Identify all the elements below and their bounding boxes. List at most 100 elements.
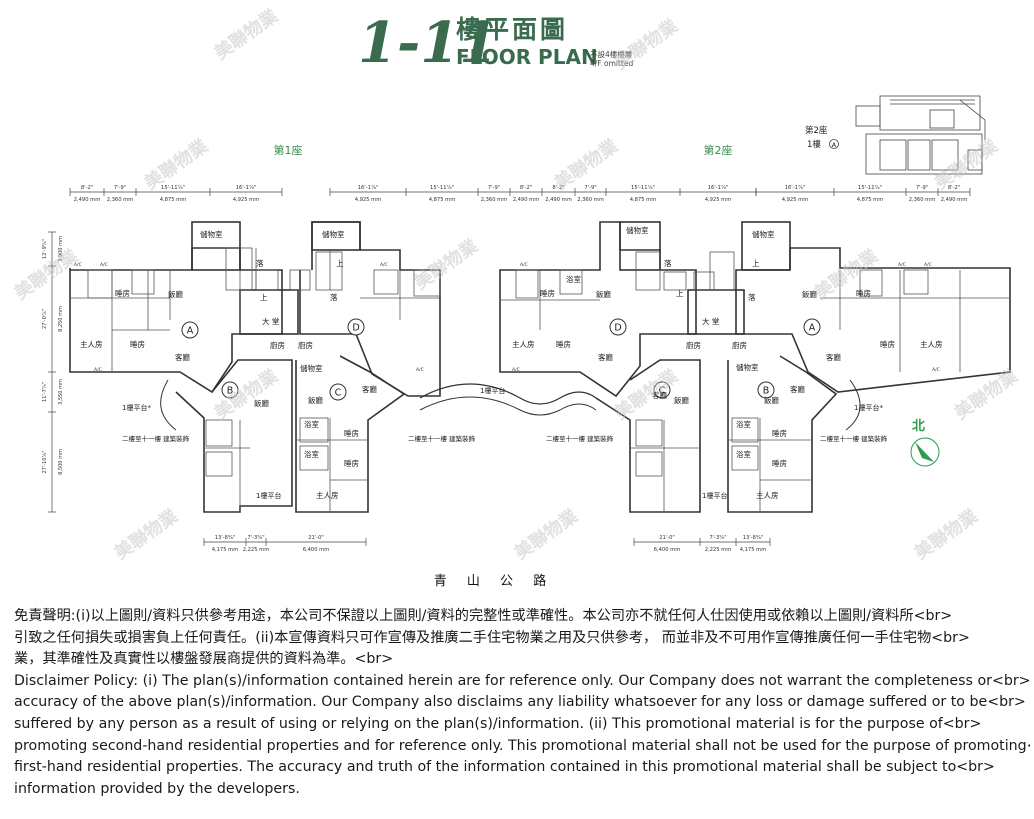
dimension-imperial: 13'-8³⁄₈" <box>215 535 236 541</box>
watermark-text: 美聯物業 <box>110 504 182 564</box>
bay-window-label-2: 二樓至十一樓 建築裝飾 <box>408 434 476 443</box>
svg-text:A/C: A/C <box>520 262 528 268</box>
room-label: 飯廳 <box>764 395 779 405</box>
room-label: 睡房 <box>344 458 359 468</box>
disclaimer-line: promoting second-hand residential proper… <box>14 737 1030 754</box>
dimension-imperial: 8'-2" <box>948 185 960 191</box>
dimension-metric: 2,225 mm <box>705 547 732 553</box>
title-chinese: 樓平面圖 <box>456 15 568 44</box>
block-2-label: 第2座 <box>704 143 733 157</box>
floor-plan: 1-11 樓平面圖 FLOOR PLAN 不設4樓樓層 4/F omitted … <box>10 4 1022 589</box>
unit-marker-label: B <box>227 386 234 397</box>
block-1-label: 第1座 <box>274 143 303 157</box>
bay-window-label-4: 二樓至十一樓 建築裝飾 <box>820 434 888 443</box>
svg-text:A/C: A/C <box>512 367 520 373</box>
terrace-curve <box>419 383 597 405</box>
unit-marker-label: D <box>614 323 621 334</box>
dimension-metric: 2,360 mm <box>577 197 604 203</box>
watermark-text: 美聯物業 <box>610 14 682 74</box>
unit-marker-label: A <box>809 323 816 334</box>
disclaimer-line: accuracy of the above plan(s)/informatio… <box>14 694 1026 711</box>
dimension-imperial: 15'-11⁷⁄₈" <box>858 185 882 191</box>
watermark-layer: 美聯物業美聯物業美聯物業美聯物業美聯物業美聯物業美聯物業美聯物業美聯物業美聯物業… <box>10 4 1022 564</box>
dimension-imperial: 16'-1⁷⁄₈" <box>358 185 379 191</box>
room-label: 飯廳 <box>168 289 183 299</box>
svg-text:A/C: A/C <box>932 367 940 373</box>
north-arrow-icon: 北 <box>910 419 940 467</box>
room-label: 睡房 <box>115 288 130 298</box>
room-label: 主人房 <box>756 490 779 500</box>
dimension-imperial: 15'-11⁷⁄₈" <box>161 185 185 191</box>
room-label: 廚房 <box>686 340 701 350</box>
title-english: FLOOR PLAN <box>456 45 598 69</box>
title-floors: 1-11 <box>358 10 498 76</box>
unit-marker-label: C <box>659 386 666 397</box>
dimension-metric: 2,490 mm <box>74 197 101 203</box>
room-label: 落 <box>256 258 264 268</box>
dimension-imperial: 8'-2" <box>552 185 564 191</box>
room-label: 儲物室 <box>626 225 649 235</box>
room-label: 飯廳 <box>254 398 269 408</box>
dimension-metric: 4,875 mm <box>160 197 187 203</box>
dimension-imperial: 11'-7⁷⁄₈" <box>42 382 48 402</box>
svg-text:A/C: A/C <box>898 262 906 268</box>
room-label: 儲物室 <box>752 229 775 239</box>
dimension-imperial: 15'-11⁷⁄₈" <box>430 185 454 191</box>
watermark-text: 美聯物業 <box>950 364 1022 424</box>
svg-text:A/C: A/C <box>380 262 388 268</box>
dimension-metric: 4,875 mm <box>429 197 456 203</box>
watermark-text: 美聯物業 <box>210 4 282 64</box>
dimension-metric: 4,175 mm <box>212 547 239 553</box>
dimension-imperial: 7'-9" <box>584 185 596 191</box>
room-label: 睡房 <box>772 428 787 438</box>
key-plan-circle-label: A <box>832 141 837 149</box>
key-plan-floor-label: 1樓 <box>807 139 821 150</box>
room-label: 浴室 <box>304 449 319 459</box>
bay-window-label-3: 二樓至十一樓 建築裝飾 <box>546 434 614 443</box>
title-block: 1-11 樓平面圖 FLOOR PLAN 不設4樓樓層 4/F omitted <box>358 10 633 76</box>
dimension-metric: 4,925 mm <box>782 197 809 203</box>
dimension-metric: 4,925 mm <box>233 197 260 203</box>
svg-text:A/C: A/C <box>74 262 82 268</box>
unit-marker-circle <box>347 318 365 336</box>
svg-text:A/C: A/C <box>100 262 108 268</box>
room-label: 儲物室 <box>736 362 759 372</box>
room-label: 大 堂 <box>702 316 720 326</box>
room-label: 飯廳 <box>308 395 323 405</box>
room-label: 客廳 <box>790 384 805 394</box>
watermark-text: 美聯物業 <box>910 504 982 564</box>
dimension-metric: 2,490 mm <box>545 197 572 203</box>
room-label: 儲物室 <box>300 363 323 373</box>
key-plan: 第2座 1樓 A <box>805 95 986 175</box>
room-label: 儲物室 <box>200 229 223 239</box>
dimension-imperial: 13'-8³⁄₈" <box>743 535 764 541</box>
title-note-zh: 不設4樓樓層 <box>590 49 632 59</box>
room-label: 客廳 <box>362 384 377 394</box>
dimension-imperial: 7'-9" <box>916 185 928 191</box>
room-label: 主人房 <box>920 339 943 349</box>
dimension-imperial: 15'-11⁷⁄₈" <box>631 185 655 191</box>
room-label: 大 堂 <box>262 316 280 326</box>
terrace-curve-lower <box>419 396 597 416</box>
disclaimer-line: 業，其準確性及真實性以樓盤發展商提供的資料為準。<br> <box>14 651 394 668</box>
dimension-metric: 8,250 mm <box>58 306 64 332</box>
terrace-bottom-right: 1樓平台 <box>702 491 727 500</box>
room-label: 落 <box>330 292 338 302</box>
room-label: 浴室 <box>736 419 751 429</box>
room-label: 飯廳 <box>674 395 689 405</box>
dimension-imperial: 8'-2" <box>81 185 93 191</box>
dimension-metric: 6,400 mm <box>303 547 330 553</box>
top-dimensions: 8'-2" 2,490 mm 7'-9" 2,360 mm 15'-11⁷⁄₈" 4,87… <box>69 185 971 203</box>
room-label: 上 <box>676 289 684 298</box>
unit-marker-label: B <box>763 386 770 397</box>
watermark-text: 美聯物業 <box>810 244 882 304</box>
room-label: 客廳 <box>175 352 190 362</box>
room-label: 浴室 <box>566 274 581 284</box>
disclaimer-line: 引致之任何損失或損害負上任何責任。(ii)本宣傳資料只可作宣傳及推廣二手住宅物業… <box>14 629 970 646</box>
unit-marker-circle <box>653 381 671 399</box>
dimension-metric: 4,925 mm <box>705 197 732 203</box>
disclaimer-line: 免責聲明:(i)以上圖則/資料只供參考用途，本公司不保證以上圖則/資料的完整性或… <box>14 608 953 624</box>
room-label: 客廳 <box>652 390 667 400</box>
